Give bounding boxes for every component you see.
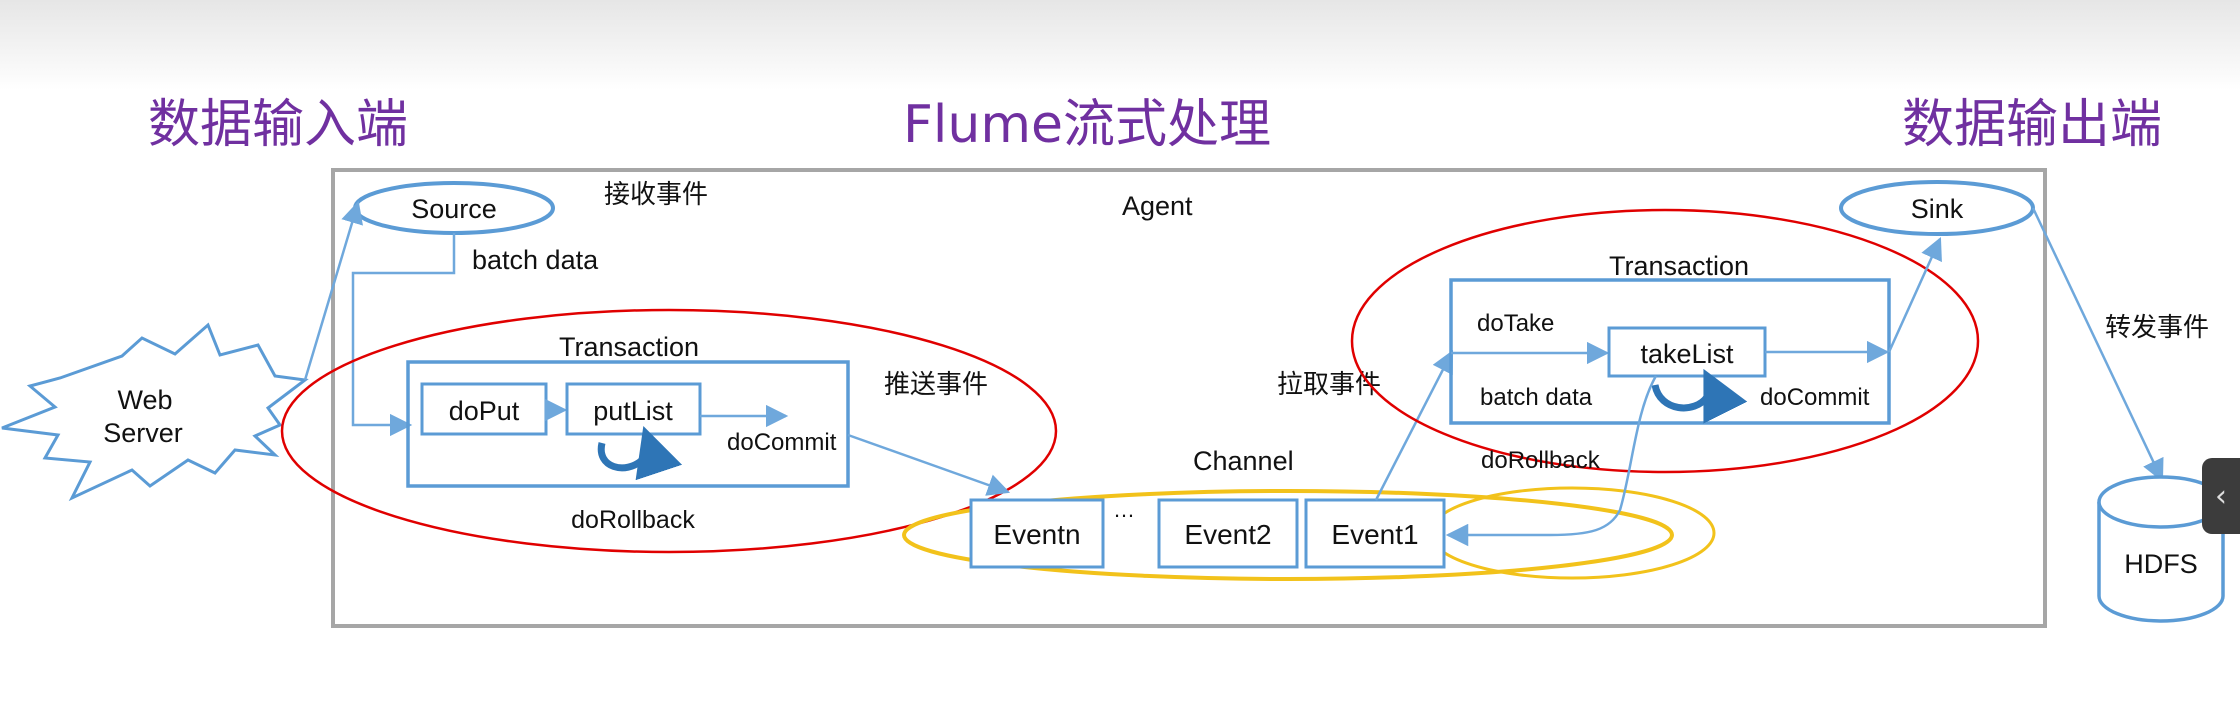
take-dorollback-label: doRollback xyxy=(1481,447,1601,474)
doput-node xyxy=(420,382,548,436)
event-1-label: Event1 xyxy=(1331,519,1418,550)
web-server-shape xyxy=(1,322,309,502)
source-label: Source xyxy=(411,194,497,224)
pull-event-label: 拉取事件 xyxy=(1277,369,1381,399)
agent-frame xyxy=(331,168,2047,628)
event-n-node xyxy=(969,498,1105,569)
put-transaction-title: Transaction xyxy=(559,332,699,362)
hdfs-label: HDFS xyxy=(2124,549,2198,579)
take-batch-label: batch data xyxy=(1480,384,1593,411)
chevron-left-icon[interactable]: ‹ xyxy=(2202,458,2240,534)
forward-event-label: 转发事件 xyxy=(2105,312,2209,342)
event-1-node xyxy=(1304,498,1446,569)
putlist-label: putList xyxy=(593,396,673,426)
channel-label: Channel xyxy=(1193,446,1294,476)
take-transaction-highlight xyxy=(1350,208,1980,474)
heading-input-side: 数据输入端 xyxy=(148,95,409,155)
arrow-channel-to-take xyxy=(1374,349,1454,501)
web-server-line1: Web xyxy=(117,385,172,415)
event-2-node xyxy=(1157,498,1299,569)
event-ellipsis: … xyxy=(1113,497,1135,522)
takelist-label: takeList xyxy=(1640,339,1734,369)
arrow-commit-to-sink xyxy=(1887,236,1942,353)
heading-flume: Flume流式处理 xyxy=(903,95,1271,155)
putlist-node xyxy=(565,382,702,436)
source-receive-label: 接收事件 xyxy=(604,179,708,209)
takelist-node xyxy=(1607,326,1767,378)
push-event-label: 推送事件 xyxy=(884,369,988,399)
put-transaction-highlight xyxy=(280,308,1058,554)
take-docommit-label: doCommit xyxy=(1760,384,1870,411)
heading-output-side: 数据输出端 xyxy=(1902,95,2163,155)
put-dorollback-label: doRollback xyxy=(571,506,695,534)
arrow-web-to-source xyxy=(303,200,363,381)
top-gradient-band xyxy=(0,0,2240,90)
sink-label: Sink xyxy=(1911,194,1964,224)
arrow-sink-to-hdfs xyxy=(2031,207,2164,483)
source-batch-label: batch data xyxy=(472,245,599,275)
arrow-source-to-doput xyxy=(351,233,456,437)
hdfs-cylinder-body xyxy=(2097,502,2225,623)
put-transaction-box xyxy=(406,360,850,488)
dotake-label: doTake xyxy=(1477,310,1554,337)
put-cycle-icon xyxy=(597,426,683,481)
put-docommit-label: doCommit xyxy=(727,429,837,456)
agent-label: Agent xyxy=(1122,191,1193,221)
doput-label: doPut xyxy=(449,396,520,426)
take-transaction-title: Transaction xyxy=(1609,251,1749,281)
web-server-line2: Server xyxy=(103,418,183,448)
take-cycle-icon xyxy=(1651,368,1748,424)
arrow-rollback-to-channel xyxy=(1445,375,1658,547)
arrow-commit-to-channel xyxy=(847,433,1011,496)
channel-highlight xyxy=(902,489,1674,581)
event-n-label: Eventn xyxy=(993,519,1080,550)
event-2-label: Event2 xyxy=(1184,519,1271,550)
